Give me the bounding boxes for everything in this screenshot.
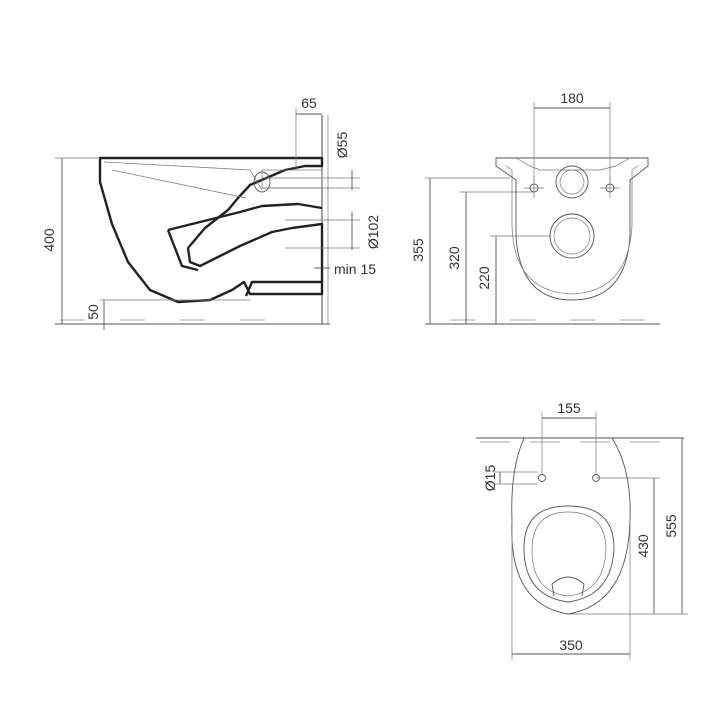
side-view: 400 50 65 Ø55 Ø102 min 15 (41, 95, 381, 330)
dim-top-430: 430 (635, 534, 651, 558)
dim-floor-50: 50 (85, 304, 101, 320)
dim-top-bolt-d15: Ø15 (482, 465, 498, 492)
inlet-spigot (253, 171, 271, 193)
dim-top-555: 555 (663, 514, 679, 538)
dim-top-width-350: 350 (559, 637, 583, 653)
top-bowl-outline (511, 437, 631, 615)
top-inner-bowl (523, 505, 615, 603)
rear-inlet-hole (555, 165, 589, 199)
dim-rear-220: 220 (476, 266, 492, 290)
dim-inlet-d55: Ø55 (334, 132, 350, 159)
rear-outlet-hole (549, 213, 595, 259)
bowl-outline (98, 156, 324, 304)
inlet-pipe (261, 169, 323, 189)
dim-outlet-d102: Ø102 (365, 215, 381, 249)
top-drain (551, 576, 585, 597)
rear-view: 180 355 320 220 (410, 90, 660, 325)
dim-min-15: min 15 (334, 261, 376, 277)
top-view: 155 Ø15 430 555 350 (476, 400, 688, 660)
rear-body-outline (495, 157, 649, 301)
dim-height-400: 400 (41, 228, 57, 252)
dim-rear-320: 320 (446, 246, 462, 270)
dim-rear-355: 355 (410, 238, 426, 262)
dim-rear-bolt-180: 180 (560, 90, 584, 106)
dim-offset-65: 65 (301, 95, 317, 111)
dim-top-bolt-155: 155 (557, 400, 581, 416)
top-bolt-left (538, 474, 546, 482)
